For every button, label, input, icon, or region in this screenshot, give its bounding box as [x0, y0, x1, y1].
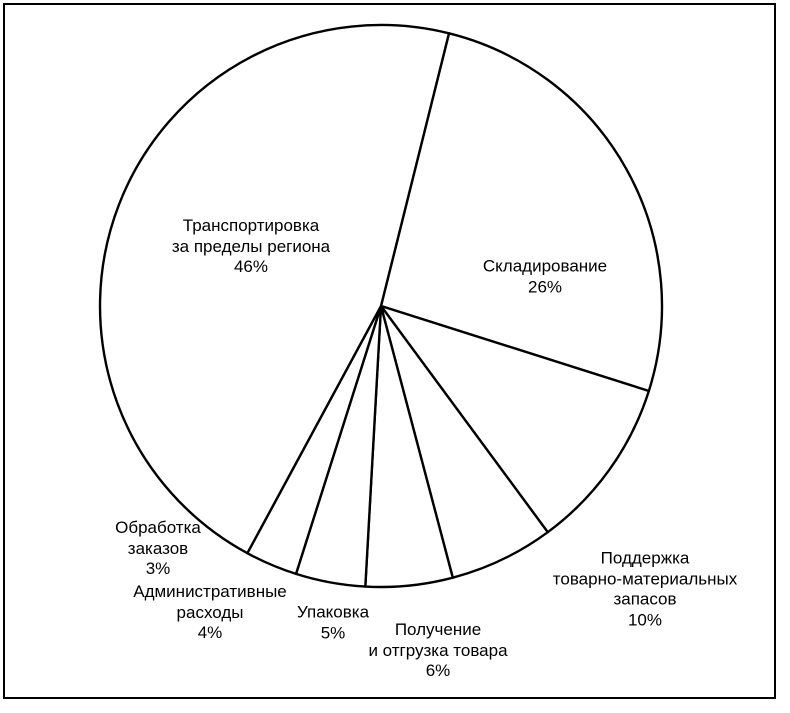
- pie-label-line: 46%: [233, 257, 269, 277]
- pie-label-line: Административные: [133, 581, 287, 601]
- pie-label-line: 4%: [197, 623, 223, 643]
- pie-label-line: Упаковка: [296, 602, 370, 622]
- pie-label-line: Получение: [394, 619, 482, 639]
- pie-label-line: 5%: [320, 623, 346, 642]
- pie-slice-inventory-support[interactable]: [379, 304, 651, 534]
- pie-label-line: запасов: [613, 590, 677, 609]
- pie-label-line: Складирование: [482, 256, 608, 276]
- pie-label-line: Поддержка: [600, 548, 690, 568]
- pie-label-line: 3%: [145, 559, 171, 579]
- pie-slice-group: [98, 23, 664, 589]
- pie-slice-outbound-transportation[interactable]: [98, 23, 451, 555]
- pie-label-line: расходы: [176, 602, 244, 622]
- pie-label-line: 10%: [627, 610, 663, 630]
- pie-label-line: заказов: [127, 538, 189, 558]
- pie-label-line: 6%: [425, 661, 451, 681]
- pie-label-line: 26%: [527, 277, 563, 296]
- pie-slice-warehousing[interactable]: [379, 32, 664, 393]
- pie-label-line: Обработка: [115, 517, 201, 537]
- pie-label-line: товарно-материальных: [552, 569, 738, 589]
- pie-label-line: за пределы региона: [171, 236, 331, 256]
- pie-label-line: Транспортировка: [182, 215, 320, 235]
- pie-label-line: и отгрузка товара: [368, 640, 508, 660]
